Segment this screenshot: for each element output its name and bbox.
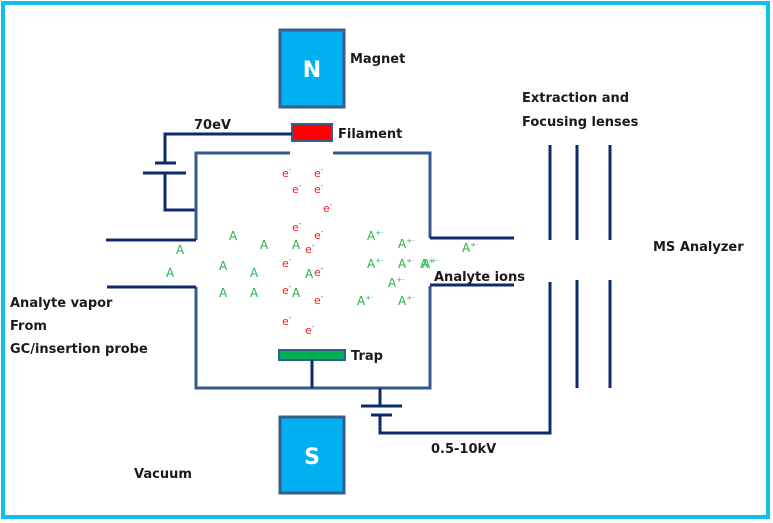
filament-battery bbox=[143, 132, 292, 212]
filament-voltage-label: 70eV bbox=[194, 118, 231, 133]
trap bbox=[278, 349, 346, 361]
vapor-label-line1: Analyte vapor bbox=[10, 296, 113, 311]
electron: e- bbox=[292, 182, 302, 196]
electron: e- bbox=[282, 166, 292, 180]
electron: e- bbox=[305, 323, 315, 337]
focusing-lenses bbox=[548, 145, 612, 388]
ms-analyzer-label: MS Analyzer bbox=[653, 240, 744, 255]
ion-outlet bbox=[430, 236, 514, 287]
electron: e- bbox=[314, 166, 324, 180]
magnet-north-label: N bbox=[303, 58, 321, 83]
vapor-inlet bbox=[106, 238, 196, 289]
lenses-label-line2: Focusing lenses bbox=[522, 115, 639, 130]
vacuum-label: Vacuum bbox=[134, 467, 192, 482]
neutral-analyte: A bbox=[176, 243, 185, 257]
neutral-analyte: A bbox=[260, 238, 269, 252]
filament-label: Filament bbox=[338, 127, 402, 142]
vapor-label-line2: From bbox=[10, 319, 47, 334]
electron: e- bbox=[323, 201, 333, 215]
neutral-analyte: A bbox=[229, 229, 238, 243]
acceleration-voltage-label: 0.5-10kV bbox=[431, 442, 496, 457]
magnet-south-label: S bbox=[304, 445, 320, 470]
neutral-analyte: A bbox=[305, 267, 314, 281]
electron: e- bbox=[314, 182, 324, 196]
electron: e- bbox=[305, 242, 315, 256]
filament bbox=[291, 123, 333, 142]
neutral-analyte: A bbox=[292, 286, 301, 300]
electron: e- bbox=[314, 228, 324, 242]
neutral-analyte: A bbox=[250, 266, 259, 280]
neutral-analyte: A bbox=[219, 259, 228, 273]
electron: e- bbox=[314, 293, 324, 307]
vapor-label-line3: GC/insertion probe bbox=[10, 342, 148, 357]
electron: e- bbox=[282, 314, 292, 328]
lenses-label-line1: Extraction and bbox=[522, 91, 629, 106]
magnet-north: N bbox=[278, 28, 346, 109]
neutral-analyte: A bbox=[219, 286, 228, 300]
neutral-analyte: A bbox=[250, 286, 259, 300]
magnet-label: Magnet bbox=[350, 52, 405, 67]
analyte-ions-label: Analyte ions bbox=[434, 270, 525, 285]
electron: e- bbox=[292, 220, 302, 234]
electron: e- bbox=[314, 265, 324, 279]
trap-label: Trap bbox=[351, 349, 383, 364]
neutral-analyte: A bbox=[166, 266, 175, 280]
acceleration-battery bbox=[361, 282, 552, 435]
magnet-south: S bbox=[278, 415, 346, 495]
electron: e- bbox=[282, 283, 292, 297]
electron: e- bbox=[282, 256, 292, 270]
neutral-analyte: A bbox=[292, 238, 301, 252]
